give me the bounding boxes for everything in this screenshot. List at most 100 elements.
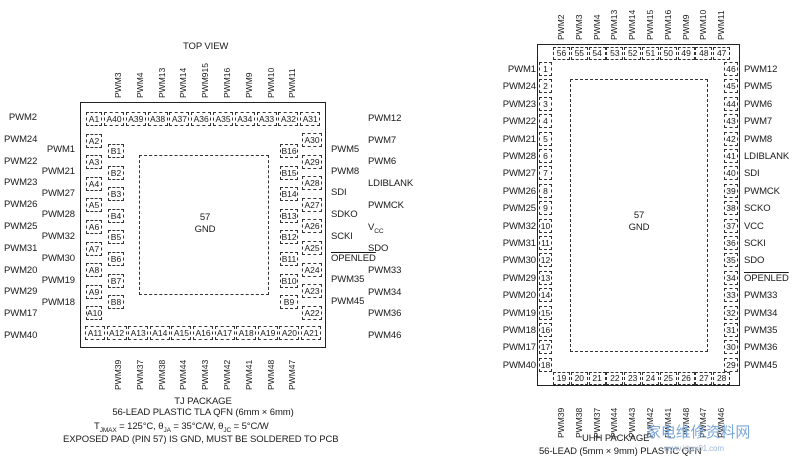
uhh-pin-53: 53 bbox=[606, 47, 624, 60]
tj-thermal-line: TJMAX = 125°C, θJA = 35°C/W, θJC = 5°C/W bbox=[94, 421, 269, 434]
uhh-pin-12: 12 bbox=[539, 253, 552, 268]
uhh-pin-38: 38 bbox=[724, 201, 738, 216]
tj-pad-a27: A27 bbox=[302, 197, 322, 212]
tj-pad-a23: A23 bbox=[302, 284, 322, 299]
tj-left-outer-label: PWM2 bbox=[8, 112, 37, 123]
tj-pad-a34: A34 bbox=[234, 112, 255, 126]
tj-pad-b15: B15 bbox=[280, 165, 298, 180]
uhh-left-label: PWM32 bbox=[502, 220, 536, 232]
tj-left-inner-label: PWM21 bbox=[41, 165, 75, 177]
tj-pad-b7: B7 bbox=[108, 273, 124, 288]
uhh-right-label: PWM45 bbox=[744, 359, 778, 371]
uhh-left-label: PWM30 bbox=[502, 255, 536, 267]
uhh-right-label: OPENLED bbox=[744, 272, 789, 284]
tj-pad-a5: A5 bbox=[86, 198, 102, 213]
uhh-center-gnd: GND bbox=[628, 222, 650, 233]
tj-left-outer-label: PWM29 bbox=[4, 286, 38, 298]
uhh-right-label: SCKI bbox=[744, 238, 766, 249]
uhh-pin-37: 37 bbox=[724, 218, 738, 233]
tj-bottom-label: PWM37 bbox=[134, 359, 145, 390]
tj-pad-a8: A8 bbox=[86, 263, 102, 278]
tj-bottom-label: PWM41 bbox=[243, 359, 254, 390]
uhh-pin-52: 52 bbox=[624, 47, 642, 60]
tj-package-title: TJ PACKAGE bbox=[174, 396, 232, 407]
tj-exposed-pad-note: EXPOSED PAD (PIN 57) IS GND, MUST BE SOL… bbox=[63, 434, 339, 445]
uhh-pin-43: 43 bbox=[724, 114, 738, 129]
tj-pad-a14: A14 bbox=[149, 326, 170, 340]
tj-left-inner-label: PWM19 bbox=[41, 274, 75, 286]
tj-top-label: PWM3 bbox=[113, 72, 123, 99]
uhh-pin-24: 24 bbox=[642, 372, 659, 385]
uhh-pin-35: 35 bbox=[724, 253, 738, 268]
uhh-pin-50: 50 bbox=[659, 47, 677, 60]
tj-bottom-label: PWM42 bbox=[222, 359, 232, 390]
uhh-pin-48: 48 bbox=[695, 47, 713, 60]
uhh-pin-27: 27 bbox=[695, 372, 713, 385]
watermark-text: 家电维修资料网 bbox=[646, 423, 751, 441]
uhh-left-label: PWM26 bbox=[502, 185, 536, 197]
uhh-right-label: SDI bbox=[744, 168, 760, 180]
tj-right-inner-label: OPENLED bbox=[331, 252, 376, 264]
uhh-exposed-pad bbox=[570, 79, 708, 352]
uhh-pin-18: 18 bbox=[539, 357, 552, 372]
tj-pad-a21: A21 bbox=[301, 326, 321, 340]
uhh-top-label: PWM16 bbox=[662, 9, 673, 40]
uhh-pin-14: 14 bbox=[539, 288, 552, 303]
uhh-right-label: LDIBLANK bbox=[744, 151, 790, 162]
tj-bottom-label: PWM44 bbox=[178, 359, 189, 390]
tj-right-outer-label: PWM33 bbox=[368, 264, 402, 276]
tj-right-inner-label: SCKI bbox=[331, 230, 353, 242]
tj-top-label: PWM4 bbox=[134, 72, 145, 99]
tj-right-inner-label: SDI bbox=[331, 187, 347, 199]
uhh-right-label: VCC bbox=[744, 220, 764, 232]
tj-pad-a3: A3 bbox=[86, 155, 102, 170]
uhh-pin-46: 46 bbox=[724, 62, 738, 76]
uhh-left-label: PWM31 bbox=[502, 238, 536, 249]
tj-pad-b6: B6 bbox=[108, 252, 124, 266]
uhh-right-label: PWM6 bbox=[744, 98, 773, 110]
tj-pad-a19: A19 bbox=[257, 326, 278, 340]
tj-left-outer-label: PWM23 bbox=[4, 177, 38, 189]
uhh-pin-40: 40 bbox=[724, 166, 738, 181]
uhh-pin-1: 1 bbox=[539, 62, 552, 76]
uhh-left-label: PWM19 bbox=[502, 307, 536, 319]
tj-top-label: PWM915 bbox=[200, 63, 211, 98]
tj-pad-a1: A1 bbox=[86, 112, 102, 126]
uhh-right-label: PWMCK bbox=[744, 185, 780, 197]
uhh-top-label: PWM2 bbox=[556, 14, 566, 41]
uhh-left-label: PWM24 bbox=[502, 81, 536, 93]
uhh-pin-32: 32 bbox=[724, 305, 738, 320]
tj-pad-b3: B3 bbox=[108, 187, 124, 202]
uhh-left-label: PWM17 bbox=[502, 342, 536, 354]
uhh-pin-9: 9 bbox=[539, 201, 552, 216]
tj-top-label: PWM10 bbox=[265, 67, 276, 98]
tj-pad-a40: A40 bbox=[104, 112, 124, 126]
tj-bottom-label: PWM47 bbox=[287, 359, 298, 390]
top-view-label: TOP VIEW bbox=[183, 41, 229, 52]
tj-right-inner-label: SDKO bbox=[331, 209, 358, 221]
uhh-pin-28: 28 bbox=[713, 372, 731, 385]
tj-right-inner-label: PWM45 bbox=[331, 295, 365, 307]
tj-right-outer-label: PWM7 bbox=[368, 134, 397, 146]
tj-left-outer-label: PWM26 bbox=[4, 199, 38, 211]
tj-pad-a36: A36 bbox=[191, 112, 212, 126]
tj-left-outer-label: PWM24 bbox=[4, 133, 38, 145]
uhh-pin-29: 29 bbox=[724, 357, 738, 372]
tj-bottom-label: PWM39 bbox=[113, 359, 123, 390]
tj-right-outer-label: PWM36 bbox=[368, 308, 402, 320]
tj-pad-a26: A26 bbox=[302, 219, 322, 234]
uhh-right-label: SCKO bbox=[744, 203, 771, 215]
tj-pad-a24: A24 bbox=[302, 262, 322, 277]
uhh-pin-3: 3 bbox=[539, 96, 552, 111]
uhh-pin-42: 42 bbox=[724, 131, 738, 146]
uhh-pin-2: 2 bbox=[539, 79, 552, 94]
tj-pad-b1: B1 bbox=[108, 144, 124, 158]
tj-pad-a33: A33 bbox=[256, 112, 277, 126]
tj-pad-b9: B9 bbox=[280, 295, 298, 310]
uhh-pin-17: 17 bbox=[539, 340, 552, 355]
tj-left-outer-label: PWM40 bbox=[4, 330, 38, 341]
tj-left-outer-label: PWM22 bbox=[4, 155, 38, 167]
uhh-right-label: PWM36 bbox=[744, 342, 778, 354]
uhh-pin-41: 41 bbox=[724, 149, 738, 163]
tj-pad-b13: B13 bbox=[280, 208, 298, 223]
